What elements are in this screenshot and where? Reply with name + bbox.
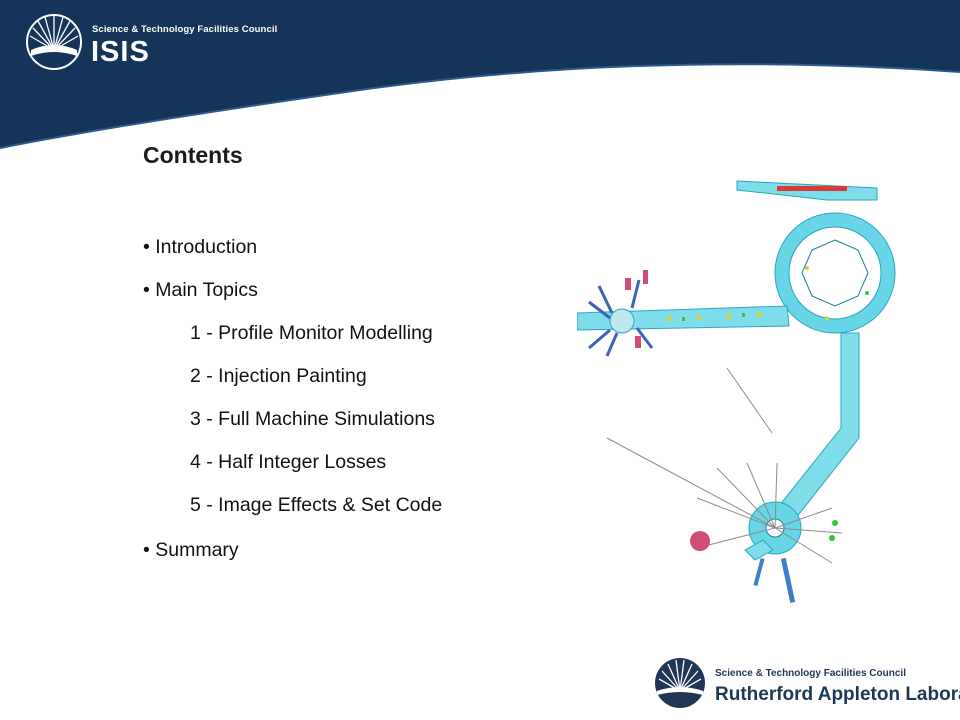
sunburst-icon <box>655 658 705 708</box>
stfc-subtitle: Science & Technology Facilities Council <box>92 24 278 35</box>
slide-title: Contents <box>143 142 243 168</box>
list-item: • Summary <box>143 539 239 561</box>
ral-council-text: Science & Technology Facilities Council <box>715 668 906 679</box>
isis-brand: ISIS <box>91 36 150 68</box>
isis-logo <box>24 10 284 72</box>
list-item: • Introduction <box>143 236 258 258</box>
list-item: 2 - Injection Painting <box>190 365 367 387</box>
list-item: 1 - Profile Monitor Modelling <box>190 322 433 344</box>
list-item: • Main Topics <box>143 279 258 301</box>
facility-map-image <box>577 178 907 614</box>
sunburst-icon <box>26 14 82 70</box>
ral-lab-name: Rutherford Appleton Laboratory <box>715 684 960 705</box>
list-item: 4 - Half Integer Losses <box>190 451 387 473</box>
ral-logo <box>655 658 705 708</box>
list-item: 3 - Full Machine Simulations <box>190 408 435 430</box>
header-band <box>0 0 960 149</box>
list-item: 5 - Image Effects & Set Code <box>190 494 443 516</box>
